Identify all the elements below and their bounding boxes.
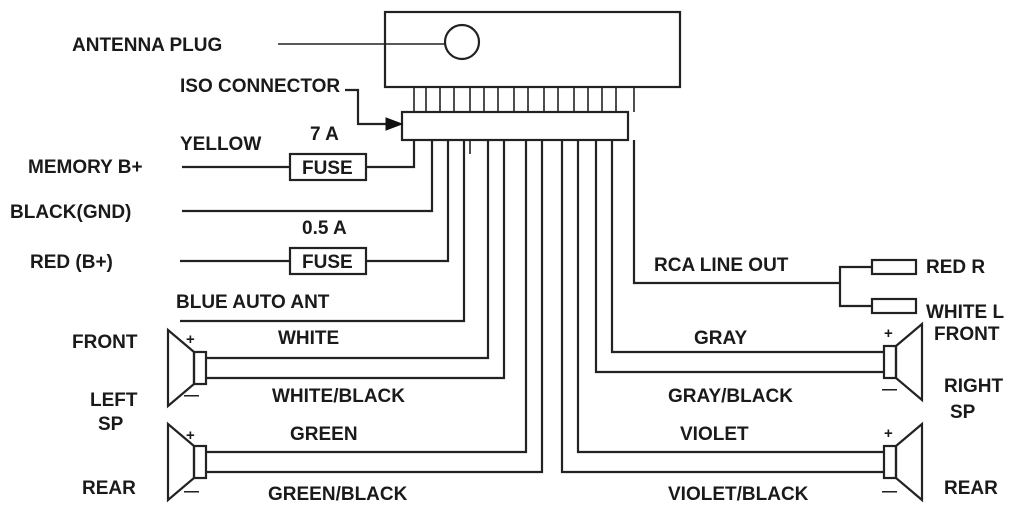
front-left-speaker-icon: [166, 327, 208, 409]
iso-connector-label: ISO CONNECTOR: [180, 76, 340, 97]
rear-left-label: REAR: [82, 478, 136, 499]
blue-auto-ant-wire: [180, 140, 466, 323]
right-label: RIGHT: [944, 376, 1004, 397]
violet-black-label: VIOLET/BLACK: [668, 484, 809, 505]
fuse-05a-rating: 0.5 A: [302, 218, 347, 239]
black-gnd-label: BLACK(GND): [10, 202, 131, 223]
rca-line-out-wire: [632, 140, 840, 285]
rear-left-speaker-icon: [166, 421, 208, 503]
red-b-label: RED (B+): [30, 252, 113, 273]
green-black-label: GREEN/BLACK: [268, 484, 408, 505]
rear-left-minus: —: [184, 483, 199, 500]
memory-b-label: MEMORY B+: [28, 157, 143, 178]
red-wire-right: [366, 140, 450, 263]
front-right-plus: +: [884, 325, 893, 342]
green-wire: [206, 140, 528, 454]
blue-auto-ant-label: BLUE AUTO ANT: [176, 292, 330, 313]
gray-wire: [610, 140, 884, 354]
fuse-05a-label: FUSE: [302, 252, 353, 273]
violet-wire: [576, 140, 884, 454]
rear-right-minus: —: [882, 483, 897, 500]
antenna-plug-label: ANTENNA PLUG: [72, 35, 222, 56]
rear-left-plus: +: [186, 427, 195, 444]
white-black-wire: [206, 140, 506, 380]
front-left-minus: —: [184, 387, 199, 404]
green-black-wire: [206, 140, 544, 474]
gray-black-wire: [594, 140, 884, 374]
fuse-7a-label: FUSE: [302, 158, 353, 179]
front-right-speaker-icon: [882, 321, 924, 403]
sp-right-label: SP: [950, 402, 976, 423]
red-r-label: RED R: [926, 257, 985, 278]
violet-label: VIOLET: [680, 424, 749, 445]
fuse-7a-rating: 7 A: [310, 124, 339, 145]
memory-wire-right: [366, 140, 416, 169]
rear-right-label: REAR: [944, 478, 998, 499]
iso-connector-arrowhead: [385, 117, 404, 131]
head-unit-body: [383, 10, 682, 89]
rca-line-out-label: RCA LINE OUT: [654, 255, 789, 276]
rca-plug-red: [870, 258, 918, 276]
connector-pins: [413, 87, 635, 112]
iso-connector-leader: [345, 88, 392, 126]
front-right-label: FRONT: [934, 324, 1000, 345]
violet-black-wire: [560, 140, 884, 474]
sp-left-label: SP: [98, 414, 124, 435]
gray-black-label: GRAY/BLACK: [668, 386, 793, 407]
iso-connector-block: [400, 110, 630, 142]
green-label: GREEN: [290, 424, 358, 445]
rear-right-speaker-icon: [882, 421, 924, 503]
left-label: LEFT: [90, 390, 138, 411]
front-left-label: FRONT: [72, 332, 138, 353]
ground-wire: [182, 140, 434, 213]
yellow-label: YELLOW: [180, 134, 261, 155]
white-black-label: WHITE/BLACK: [272, 386, 405, 407]
rca-branch-white: [838, 283, 872, 308]
front-right-minus: —: [882, 381, 897, 398]
antenna-socket: [443, 23, 481, 61]
white-wire: [206, 140, 490, 360]
front-left-plus: +: [186, 331, 195, 348]
rca-plug-white: [870, 297, 918, 315]
gray-label: GRAY: [694, 328, 747, 349]
white-label: WHITE: [278, 328, 339, 349]
rear-right-plus: +: [884, 425, 893, 442]
white-l-label: WHITE L: [926, 302, 1004, 323]
fuse-05a: [288, 246, 368, 276]
rca-branch-red: [838, 265, 872, 283]
